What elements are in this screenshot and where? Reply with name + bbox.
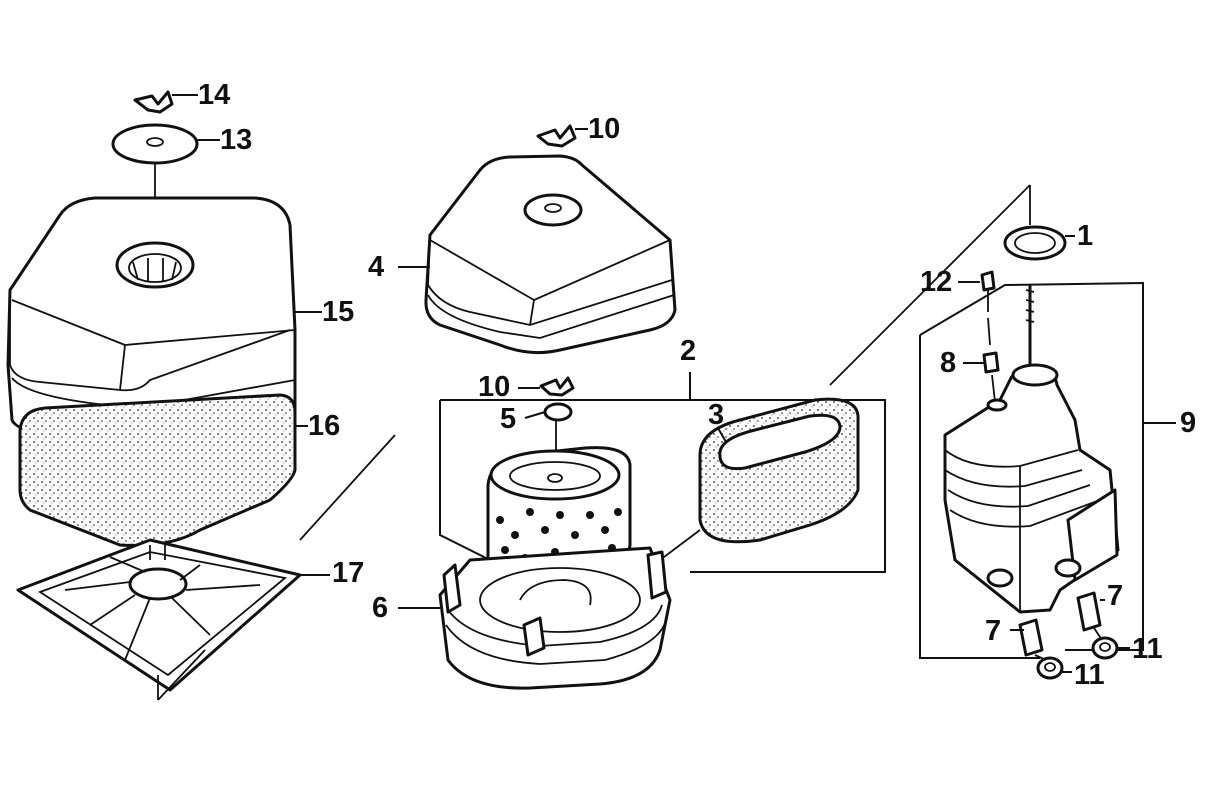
wing-nut-part-10-lower bbox=[539, 376, 575, 397]
cover-plate-part-13 bbox=[111, 123, 199, 165]
outer-cover-part-15 bbox=[6, 196, 297, 442]
collar-part-8 bbox=[982, 351, 1000, 374]
leader-lines bbox=[172, 94, 1176, 673]
stud-part-9 bbox=[1025, 285, 1035, 370]
elbow-body-part-9 bbox=[943, 363, 1120, 614]
nut-part-11-right bbox=[1091, 636, 1119, 660]
callout-14: 14 bbox=[198, 79, 230, 111]
callout-8: 8 bbox=[940, 347, 956, 379]
bracket-part-2 bbox=[440, 399, 886, 573]
callout-4: 4 bbox=[368, 251, 384, 283]
wing-nut-part-10-top bbox=[536, 124, 577, 148]
callout-11-right: 11 bbox=[1132, 633, 1163, 665]
ref-line-center bbox=[829, 184, 1031, 386]
axis-nut-right bbox=[1093, 627, 1103, 641]
callout-10-top: 10 bbox=[588, 113, 620, 145]
collar-part-7-left bbox=[1018, 618, 1044, 657]
grid-base-part-17 bbox=[16, 538, 302, 692]
element-core bbox=[486, 446, 632, 582]
bracket-part-9-left bbox=[919, 335, 1040, 659]
outer-cover-part-4 bbox=[424, 154, 677, 355]
seal-nut-part-5 bbox=[543, 402, 573, 422]
callout-1: 1 bbox=[1077, 220, 1093, 252]
callout-9: 9 bbox=[1180, 407, 1196, 439]
callout-17: 17 bbox=[332, 557, 364, 589]
nut-part-11-left bbox=[1036, 656, 1064, 680]
collar-part-7-right bbox=[1076, 591, 1102, 632]
paper-element-part-3 bbox=[698, 397, 860, 544]
base-part-6 bbox=[438, 546, 672, 690]
callout-7-right: 7 bbox=[1107, 580, 1123, 612]
gasket-part-1 bbox=[1003, 225, 1067, 261]
callout-2: 2 bbox=[680, 335, 696, 367]
callout-3: 3 bbox=[708, 399, 724, 431]
callout-16: 16 bbox=[308, 410, 340, 442]
axis-bottom-left-2 bbox=[157, 649, 206, 701]
axis-bolt bbox=[987, 317, 991, 346]
bolt-part-12 bbox=[980, 270, 996, 312]
axis-collar bbox=[991, 374, 996, 403]
axis-nut-left bbox=[1034, 654, 1047, 661]
callout-11-left: 11 bbox=[1074, 659, 1105, 691]
callout-10-lower: 10 bbox=[478, 371, 510, 403]
callout-labels: 14 13 15 16 17 10 4 2 10 5 3 6 1 12 8 9 … bbox=[198, 79, 1196, 691]
callout-15: 15 bbox=[322, 296, 354, 328]
wing-nut-part-14 bbox=[133, 90, 174, 114]
callout-6: 6 bbox=[372, 592, 388, 624]
callout-7-left: 7 bbox=[985, 615, 1001, 647]
callout-12: 12 bbox=[920, 266, 952, 298]
foam-element-part-16 bbox=[18, 393, 297, 547]
callout-5: 5 bbox=[500, 403, 516, 435]
callout-13: 13 bbox=[220, 124, 252, 156]
ref-line-left bbox=[299, 434, 396, 541]
